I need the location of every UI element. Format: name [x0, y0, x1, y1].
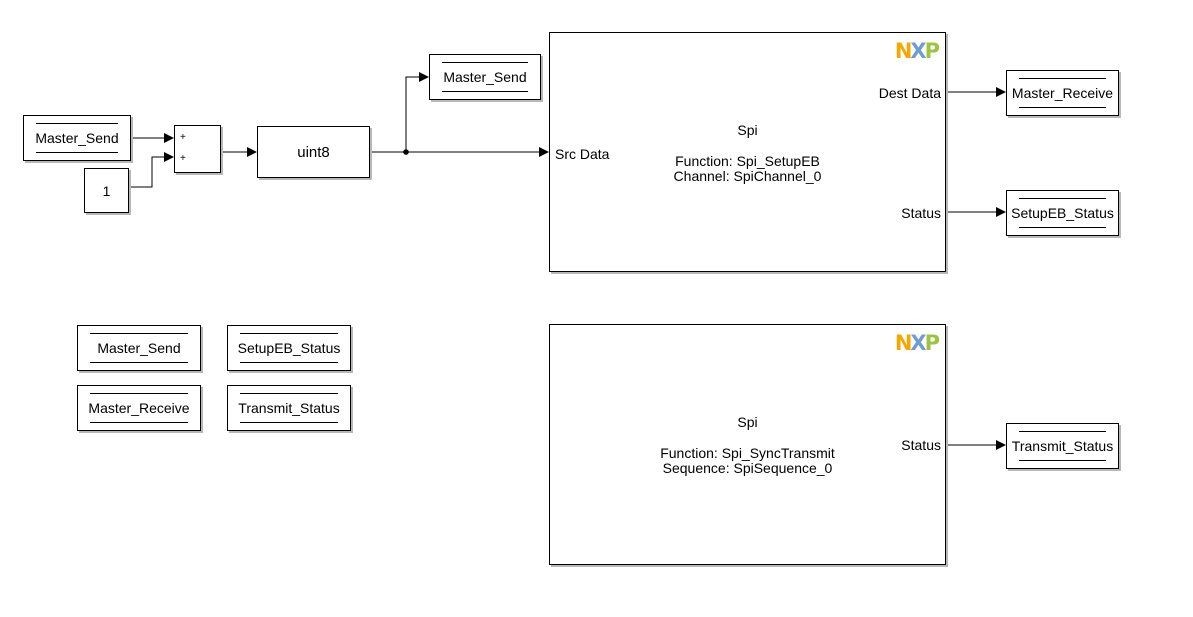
sum-block[interactable]: + + [174, 125, 221, 173]
constant-block[interactable]: 1 [84, 168, 129, 213]
goto-transmit-status-label: Transmit_Status [1011, 438, 1114, 454]
spi-transmit-function: Function: Spi_SyncTransmit [660, 445, 835, 461]
goto-setupeb-status-block[interactable]: SetupEB_Status [1006, 190, 1119, 236]
spi-synctransmit-block[interactable]: N X P Spi Function: Spi_SyncTransmit Seq… [549, 324, 946, 565]
goto-master-send-block[interactable]: Master_Send [429, 54, 541, 100]
from-master-send-2-label: Master_Send [97, 340, 181, 356]
wire-branch-to-master-send [405, 72, 429, 152]
from-master-receive-block[interactable]: Master_Receive [77, 385, 201, 431]
wire-const-to-sum [131, 152, 174, 188]
conversion-label: uint8 [297, 143, 330, 161]
sum-sign-2: + [180, 153, 186, 164]
from-setupeb-status-block[interactable]: SetupEB_Status [227, 325, 351, 371]
constant-value: 1 [102, 182, 111, 199]
sum-sign-1: + [180, 132, 186, 143]
goto-transmit-status-block[interactable]: Transmit_Status [1006, 423, 1119, 469]
spi-transmit-sequence: Sequence: SpiSequence_0 [662, 460, 833, 476]
port-transmit-status: Status [901, 437, 941, 453]
goto-master-receive-label: Master_Receive [1011, 85, 1114, 101]
spi-setup-title: Spi [737, 122, 758, 138]
goto-master-receive-block[interactable]: Master_Receive [1006, 70, 1119, 116]
branch-point [403, 149, 409, 155]
spi-setup-channel: Channel: SpiChannel_0 [673, 168, 822, 184]
spi-setupeb-block[interactable]: N X P Spi Function: Spi_SetupEB Channel:… [549, 32, 946, 272]
from-master-send-label: Master_Send [35, 130, 119, 146]
from-master-send-block-2[interactable]: Master_Send [77, 325, 201, 371]
nxp-logo-2: N X P [894, 331, 940, 355]
spi-transmit-title: Spi [737, 414, 758, 430]
goto-master-send-label: Master_Send [443, 69, 527, 85]
port-dest-data: Dest Data [878, 85, 941, 101]
from-transmit-status-block[interactable]: Transmit_Status [227, 385, 351, 431]
port-status: Status [901, 205, 941, 221]
data-type-conversion-block[interactable]: uint8 [257, 126, 370, 178]
nxp-logo: N X P [894, 39, 940, 63]
from-setupeb-status-label: SetupEB_Status [237, 340, 341, 356]
from-master-receive-label: Master_Receive [88, 400, 190, 416]
from-transmit-status-label: Transmit_Status [238, 400, 340, 416]
from-master-send-block[interactable]: Master_Send [23, 115, 131, 161]
goto-setupeb-status-label: SetupEB_Status [1011, 205, 1114, 221]
port-src-data: Src Data [555, 146, 610, 162]
spi-setup-function: Function: Spi_SetupEB [675, 153, 820, 169]
